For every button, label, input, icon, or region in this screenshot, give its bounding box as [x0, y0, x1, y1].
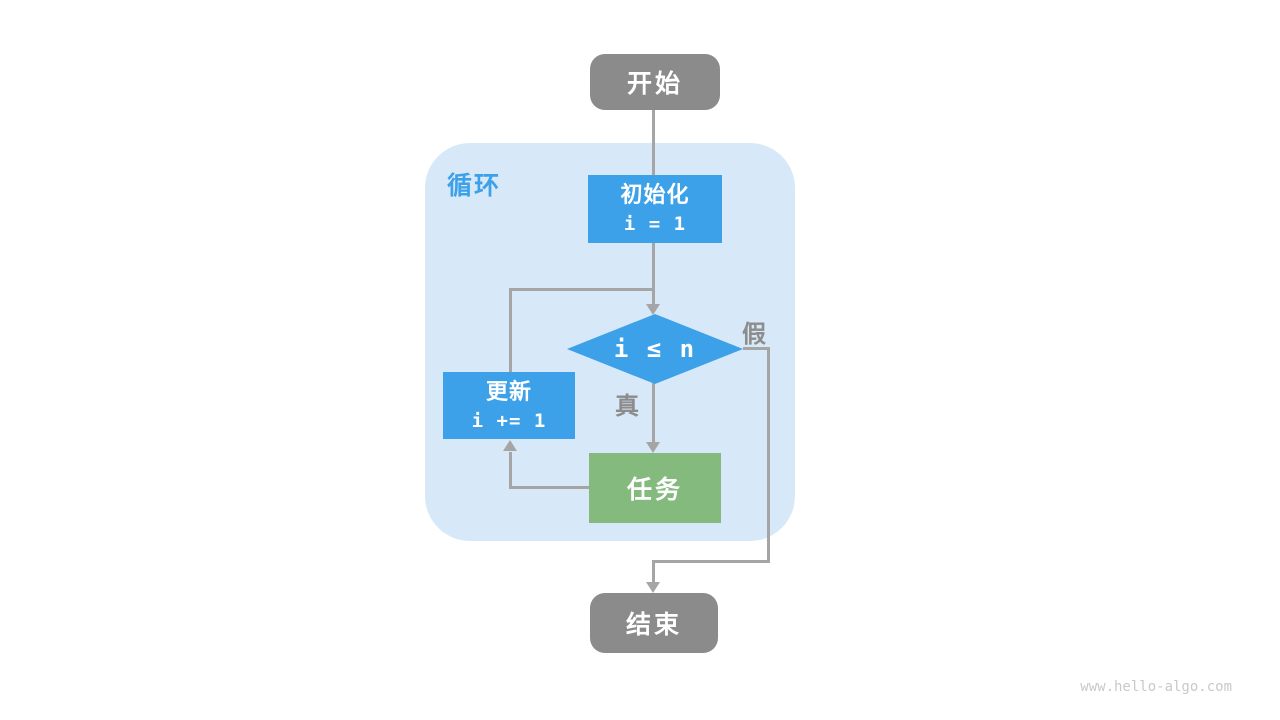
- edge-init-to-condition: [652, 243, 655, 305]
- node-init-label: 初始化: [620, 182, 690, 208]
- arrowhead-into-end: [646, 582, 660, 593]
- edge-false-horizontal-bottom: [652, 560, 770, 563]
- loop-container-label: 循环: [447, 172, 502, 200]
- node-update-code: i += 1: [471, 409, 547, 432]
- node-start-label: 开始: [626, 70, 683, 98]
- edge-label-true: 真: [615, 393, 639, 420]
- edge-start-to-init: [652, 110, 655, 175]
- arrowhead-into-condition: [646, 304, 660, 315]
- edge-condition-to-task: [652, 383, 655, 442]
- edge-task-to-update-horizontal: [509, 486, 590, 489]
- edge-task-to-update-vertical: [509, 452, 512, 489]
- edge-false-vertical: [767, 347, 770, 563]
- node-init: 初始化 i = 1: [588, 175, 722, 243]
- node-init-code: i = 1: [623, 213, 687, 236]
- watermark-text: www.hello-algo.com: [1080, 679, 1232, 695]
- node-update: 更新 i += 1: [443, 372, 575, 439]
- arrowhead-into-task: [646, 442, 660, 453]
- node-condition-label: i ≤ n: [613, 335, 697, 363]
- node-end: 结束: [590, 593, 718, 653]
- arrowhead-into-update: [503, 440, 517, 451]
- edge-into-end: [652, 560, 655, 582]
- node-task: 任务: [589, 453, 721, 523]
- node-start: 开始: [590, 54, 720, 110]
- node-end-label: 结束: [625, 611, 682, 639]
- edge-false-horizontal-top: [743, 347, 770, 350]
- edge-label-false: 假: [742, 321, 766, 348]
- edge-loopback-horizontal: [509, 288, 655, 291]
- node-task-label: 任务: [626, 476, 683, 504]
- node-update-label: 更新: [485, 378, 532, 404]
- edge-update-to-loopback: [509, 288, 512, 372]
